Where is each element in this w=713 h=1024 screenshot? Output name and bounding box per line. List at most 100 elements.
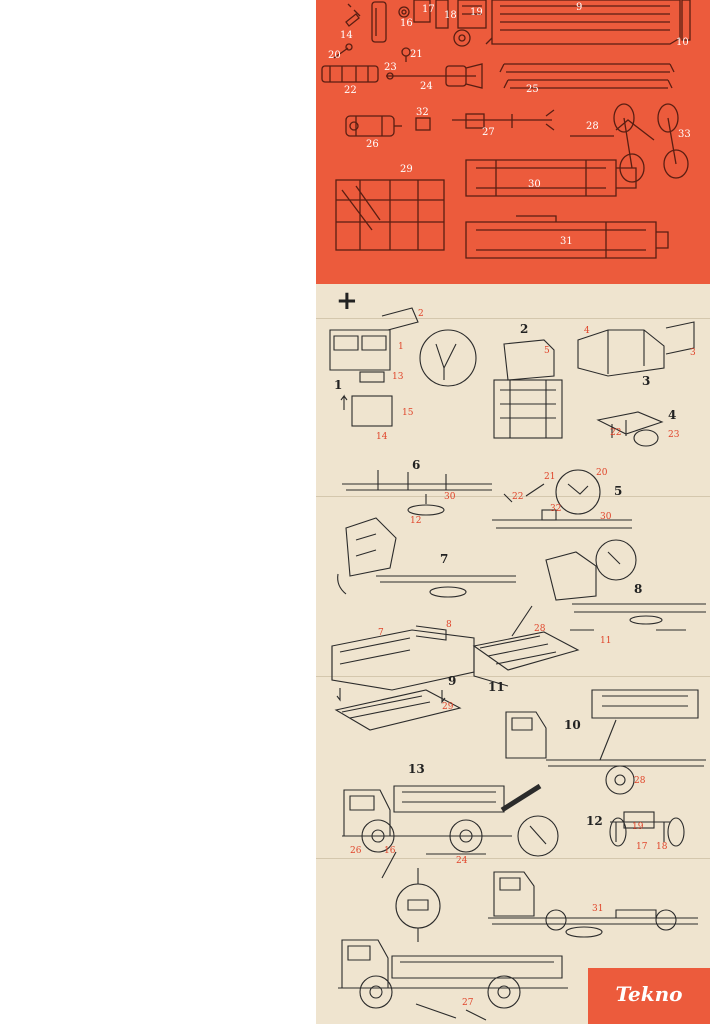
part-number-25: 25 [526,84,539,95]
part-ref: 32 [550,504,562,514]
part-ref: 30 [444,492,456,502]
part-number-14: 14 [340,30,353,41]
step-number: 13 [408,762,425,776]
step-number: 10 [564,718,581,732]
part-number-9: 9 [576,2,583,13]
part-number-16: 16 [400,18,413,29]
part-25-illustration [499,63,675,89]
step-12-illustration [609,811,685,847]
assembly-illustrations [329,307,706,1021]
part-number-30: 30 [528,179,541,190]
part-ref: 15 [402,408,414,418]
part-21-illustration [401,47,411,62]
step-7-illustration [337,517,516,598]
final-chassis-illustration [488,871,698,938]
part-16-illustration [371,1,410,43]
part-ref: 22 [512,492,524,502]
part-ref: 29 [442,702,454,712]
part-number-32: 32 [416,107,429,118]
fold-line [316,496,710,497]
step-number: 11 [488,680,505,694]
part-number-17: 17 [422,4,435,15]
part-number-31: 31 [560,236,573,247]
step-number: 2 [520,322,529,336]
final-detail-circle-illustration [395,868,441,942]
step-number: 3 [642,374,651,388]
part-ref: 8 [446,620,452,630]
part-28-33-illustration [570,103,689,183]
step-number: 4 [668,408,677,422]
part-ref: 12 [410,516,422,526]
part-number-27: 27 [482,127,495,138]
part-number-23: 23 [384,62,397,73]
part-number-20: 20 [328,50,341,61]
part-number-22: 22 [344,85,357,96]
step-number: 6 [412,458,421,472]
part-26-illustration [345,115,402,137]
step-number: 12 [586,814,603,828]
final-truck-illustration [338,939,568,1021]
step-5-illustration [492,469,632,529]
part-ref: 1 [398,342,404,352]
step-number: 8 [634,582,643,596]
part-ref: 24 [456,856,468,866]
step-8-illustration [545,539,706,631]
fold-line [316,858,710,859]
part-ref: 3 [690,348,696,358]
part-ref: 21 [544,472,556,482]
part-number-10: 10 [676,37,689,48]
part-20-22-illustration [321,43,379,83]
part-30-illustration [465,159,637,197]
step-number: 7 [440,552,449,566]
part-27-illustration [452,109,555,131]
step-number: 9 [448,674,457,688]
brand-logo-box: Tekno [588,968,710,1024]
part-31-illustration [465,215,669,259]
part-ref: 20 [596,468,608,478]
parts-panel: 14 16 17 18 19 9 10 20 21 23 22 24 25 32… [316,0,710,284]
part-ref: 11 [600,636,612,646]
part-ref: 16 [384,846,396,856]
part-ref: 4 [584,326,590,336]
part-number-28: 28 [586,121,599,132]
part-number-18: 18 [444,10,457,21]
part-number-29: 29 [400,164,413,175]
step-3-illustration [577,321,695,377]
part-number-26: 26 [366,139,379,150]
fold-line [316,676,710,677]
part-ref: 17 [636,842,648,852]
part-ref: 27 [462,998,474,1008]
step-number: 5 [614,484,623,498]
step-9-illustration [331,625,475,731]
plus-sign: + [336,286,358,316]
part-ref: 5 [544,346,550,356]
part-ref: 7 [378,628,384,638]
part-ref: 22 [610,428,622,438]
part-number-19: 19 [470,7,483,18]
part-32-illustration [415,117,431,131]
parts-illustrations [321,0,691,259]
part-ref: 14 [376,432,388,442]
step-6-illustration [342,470,492,516]
part-ref: 13 [392,372,404,382]
step-11-illustration [472,605,580,687]
instruction-sheet: 14 16 17 18 19 9 10 20 21 23 22 24 25 32… [316,0,710,1024]
step-2-illustration [493,339,563,439]
part-ref: 19 [632,822,644,832]
step-4-illustration [596,411,664,447]
step-13-illustration [342,783,559,879]
part-ref: 18 [656,842,668,852]
part-number-33: 33 [678,129,691,140]
step-detail-circle-illustration [419,329,477,387]
part-ref: 30 [600,512,612,522]
part-9-illustration [453,0,691,47]
part-29-illustration [335,179,445,251]
part-ref: 28 [634,776,646,786]
part-ref: 31 [592,904,604,914]
part-number-21: 21 [410,49,423,60]
step-1-cab-illustration [329,307,419,427]
part-14-illustration [345,3,361,27]
fold-line [316,318,710,319]
part-ref: 2 [418,309,424,319]
part-ref: 23 [668,430,680,440]
